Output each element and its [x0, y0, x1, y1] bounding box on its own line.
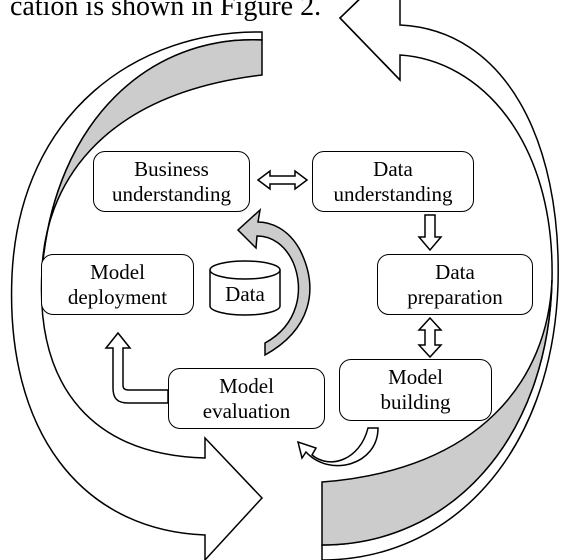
business-understanding-box: Business understanding [93, 151, 250, 212]
data-understanding-box: Data understanding [312, 151, 474, 212]
model-deployment-box: Model deployment [41, 254, 194, 315]
curved-arrow-building-to-evaluation [296, 427, 379, 467]
model-evaluation-label: Model evaluation [202, 373, 291, 423]
model-building-label: Model building [380, 365, 451, 414]
model-deployment-label: Model deployment [67, 259, 168, 309]
down-arrow-to-preparation [417, 214, 443, 252]
double-arrow-business-data [256, 169, 309, 191]
data-preparation-box: Data preparation [377, 254, 533, 315]
data-understanding-label: Data understanding [333, 156, 453, 206]
caption-text: cation is shown in Figure 2. [10, 0, 322, 22]
business-understanding-label: Business understanding [112, 156, 231, 206]
model-building-box: Model building [339, 359, 492, 421]
double-arrow-preparation-building [417, 316, 443, 359]
model-evaluation-box: Model evaluation [168, 368, 325, 429]
data-cylinder-icon [209, 260, 281, 316]
data-preparation-label: Data preparation [407, 259, 503, 309]
bent-arrow-evaluation-to-deployment [104, 331, 169, 404]
data-store-label: Data [225, 282, 265, 306]
curved-arrow-evaluation-to-business [236, 207, 311, 357]
outer-right-cycle-arrow [321, 0, 559, 560]
